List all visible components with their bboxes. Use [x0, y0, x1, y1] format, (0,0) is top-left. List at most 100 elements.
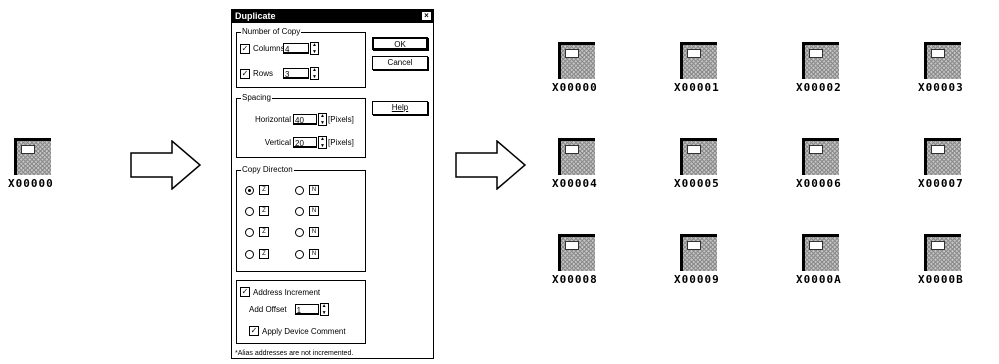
- address-increment-group: ✓ Address Increment Add Offset 1 ✓ Apply…: [236, 280, 366, 344]
- direction-row-left-up-icon: Z: [259, 249, 269, 259]
- vertical-spinner[interactable]: [318, 136, 327, 149]
- direction-radio-6[interactable]: [295, 206, 304, 216]
- add-offset-input[interactable]: 1: [294, 304, 319, 315]
- cancel-button[interactable]: Cancel: [372, 56, 428, 70]
- add-offset-label: Add Offset: [249, 305, 287, 314]
- rows-label: Rows: [253, 69, 274, 78]
- vertical-input[interactable]: 20: [293, 137, 317, 148]
- direction-row-right-down-icon: Z: [259, 185, 269, 195]
- direction-radio-4[interactable]: [245, 249, 254, 259]
- lamp-address-label: X00001: [674, 81, 720, 94]
- lamp-part: [802, 234, 839, 271]
- lamp-address-label: X00007: [918, 177, 964, 190]
- lamp-address-label: X0000A: [796, 273, 842, 286]
- horizontal-unit: [Pixels]: [328, 115, 354, 124]
- horizontal-input[interactable]: 40: [293, 114, 317, 125]
- direction-radio-8[interactable]: [295, 249, 304, 259]
- lamp-part: [680, 138, 717, 175]
- lamp-address-label: X00005: [674, 177, 720, 190]
- lamp-tile: X00008: [552, 234, 628, 286]
- lamp-address-label: X00002: [796, 81, 842, 94]
- columns-input[interactable]: 4: [283, 43, 309, 54]
- rows-spinner[interactable]: [310, 67, 319, 80]
- horizontal-spinner[interactable]: [318, 113, 327, 126]
- spacing-legend: Spacing: [241, 93, 272, 102]
- lamp-label-icon: [565, 241, 579, 250]
- lamp-tile: X00000: [552, 42, 628, 94]
- lamp-part: [14, 138, 51, 175]
- vertical-label: Vertical: [264, 138, 291, 147]
- ok-button[interactable]: OK: [372, 37, 428, 50]
- apply-comment-label: Apply Device Comment: [262, 326, 346, 336]
- lamp-tile: X00004: [552, 138, 628, 190]
- close-icon[interactable]: ×: [422, 12, 431, 20]
- direction-radio-3[interactable]: [245, 227, 254, 237]
- rows-input[interactable]: 3: [283, 68, 309, 79]
- number-of-copy-legend: Number of Copy: [241, 27, 302, 36]
- address-increment-checkbox[interactable]: ✓: [240, 287, 250, 297]
- direction-col-down-left-icon: N: [309, 206, 319, 216]
- source-lamp-tile: X00000: [8, 138, 84, 190]
- lamp-part: [924, 138, 961, 175]
- dialog-title: Duplicate: [235, 11, 276, 21]
- apply-comment-checkbox[interactable]: ✓: [249, 326, 259, 336]
- vertical-unit: [Pixels]: [328, 138, 354, 147]
- right-arrow-icon: [455, 140, 527, 190]
- alias-footnote: *Alias addresses are not incremented.: [235, 350, 354, 357]
- lamp-label-icon: [565, 145, 579, 154]
- lamp-part: [558, 138, 595, 175]
- direction-radio-7[interactable]: [295, 227, 304, 237]
- lamp-part: [680, 234, 717, 271]
- rows-checkbox[interactable]: ✓: [240, 68, 250, 79]
- lamp-label-icon: [931, 145, 945, 154]
- lamp-address-label: X00003: [918, 81, 964, 94]
- direction-radio-1[interactable]: [245, 185, 254, 195]
- columns-spinner[interactable]: [310, 42, 319, 55]
- copy-direction-legend: Copy Directon: [241, 165, 294, 174]
- add-offset-spinner[interactable]: [319, 303, 329, 316]
- lamp-tile: X00002: [796, 42, 872, 94]
- lamp-label-icon: [687, 145, 701, 154]
- copy-direction-group: Copy Directon Z N Z N Z N Z N: [236, 165, 366, 272]
- lamp-part: [558, 42, 595, 79]
- lamp-tile: X00009: [674, 234, 750, 286]
- lamp-label-icon: [931, 49, 945, 58]
- lamp-part: [680, 42, 717, 79]
- lamp-address-label: X00008: [552, 273, 598, 286]
- lamp-part: [802, 42, 839, 79]
- lamp-label-icon: [809, 49, 823, 58]
- lamp-address-label: X00004: [552, 177, 598, 190]
- source-lamp-label: X00000: [8, 177, 54, 190]
- lamp-part: [558, 234, 595, 271]
- lamp-address-label: X00009: [674, 273, 720, 286]
- address-increment-label: Address Increment: [253, 287, 321, 297]
- direction-row-right-up-icon: Z: [259, 227, 269, 237]
- direction-radio-2[interactable]: [245, 206, 254, 216]
- number-of-copy-group: Number of Copy ✓ Columns 4 ✓ Rows 3: [236, 27, 366, 88]
- lamp-tile: X00007: [918, 138, 994, 190]
- help-label: Help: [391, 103, 409, 112]
- direction-col-down-right-icon: N: [309, 185, 319, 195]
- lamp-tile: X00005: [674, 138, 750, 190]
- lamp-label-icon: [809, 241, 823, 250]
- horizontal-label: Horizontal: [254, 115, 291, 124]
- duplicate-dialog: Duplicate × Number of Copy ✓ Columns 4 ✓…: [231, 9, 434, 359]
- columns-label: Columns: [253, 44, 285, 53]
- help-button[interactable]: Help: [372, 101, 428, 115]
- direction-row-left-down-icon: Z: [259, 206, 269, 216]
- right-arrow-icon: [130, 140, 202, 190]
- lamp-tile: X0000B: [918, 234, 994, 286]
- lamp-label-icon: [687, 241, 701, 250]
- lamp-tile: X00003: [918, 42, 994, 94]
- lamp-address-label: X0000B: [918, 273, 964, 286]
- lamp-part: [924, 234, 961, 271]
- lamp-label-icon: [687, 49, 701, 58]
- columns-checkbox[interactable]: ✓: [240, 43, 250, 54]
- lamp-label-icon: [931, 241, 945, 250]
- lamp-tile: X00001: [674, 42, 750, 94]
- lamp-label-icon: [21, 145, 35, 154]
- dialog-titlebar: Duplicate ×: [232, 10, 433, 23]
- lamp-label-icon: [809, 145, 823, 154]
- direction-radio-5[interactable]: [295, 185, 304, 195]
- spacing-group: Spacing Horizontal 40 [Pixels] Vertical …: [236, 93, 366, 158]
